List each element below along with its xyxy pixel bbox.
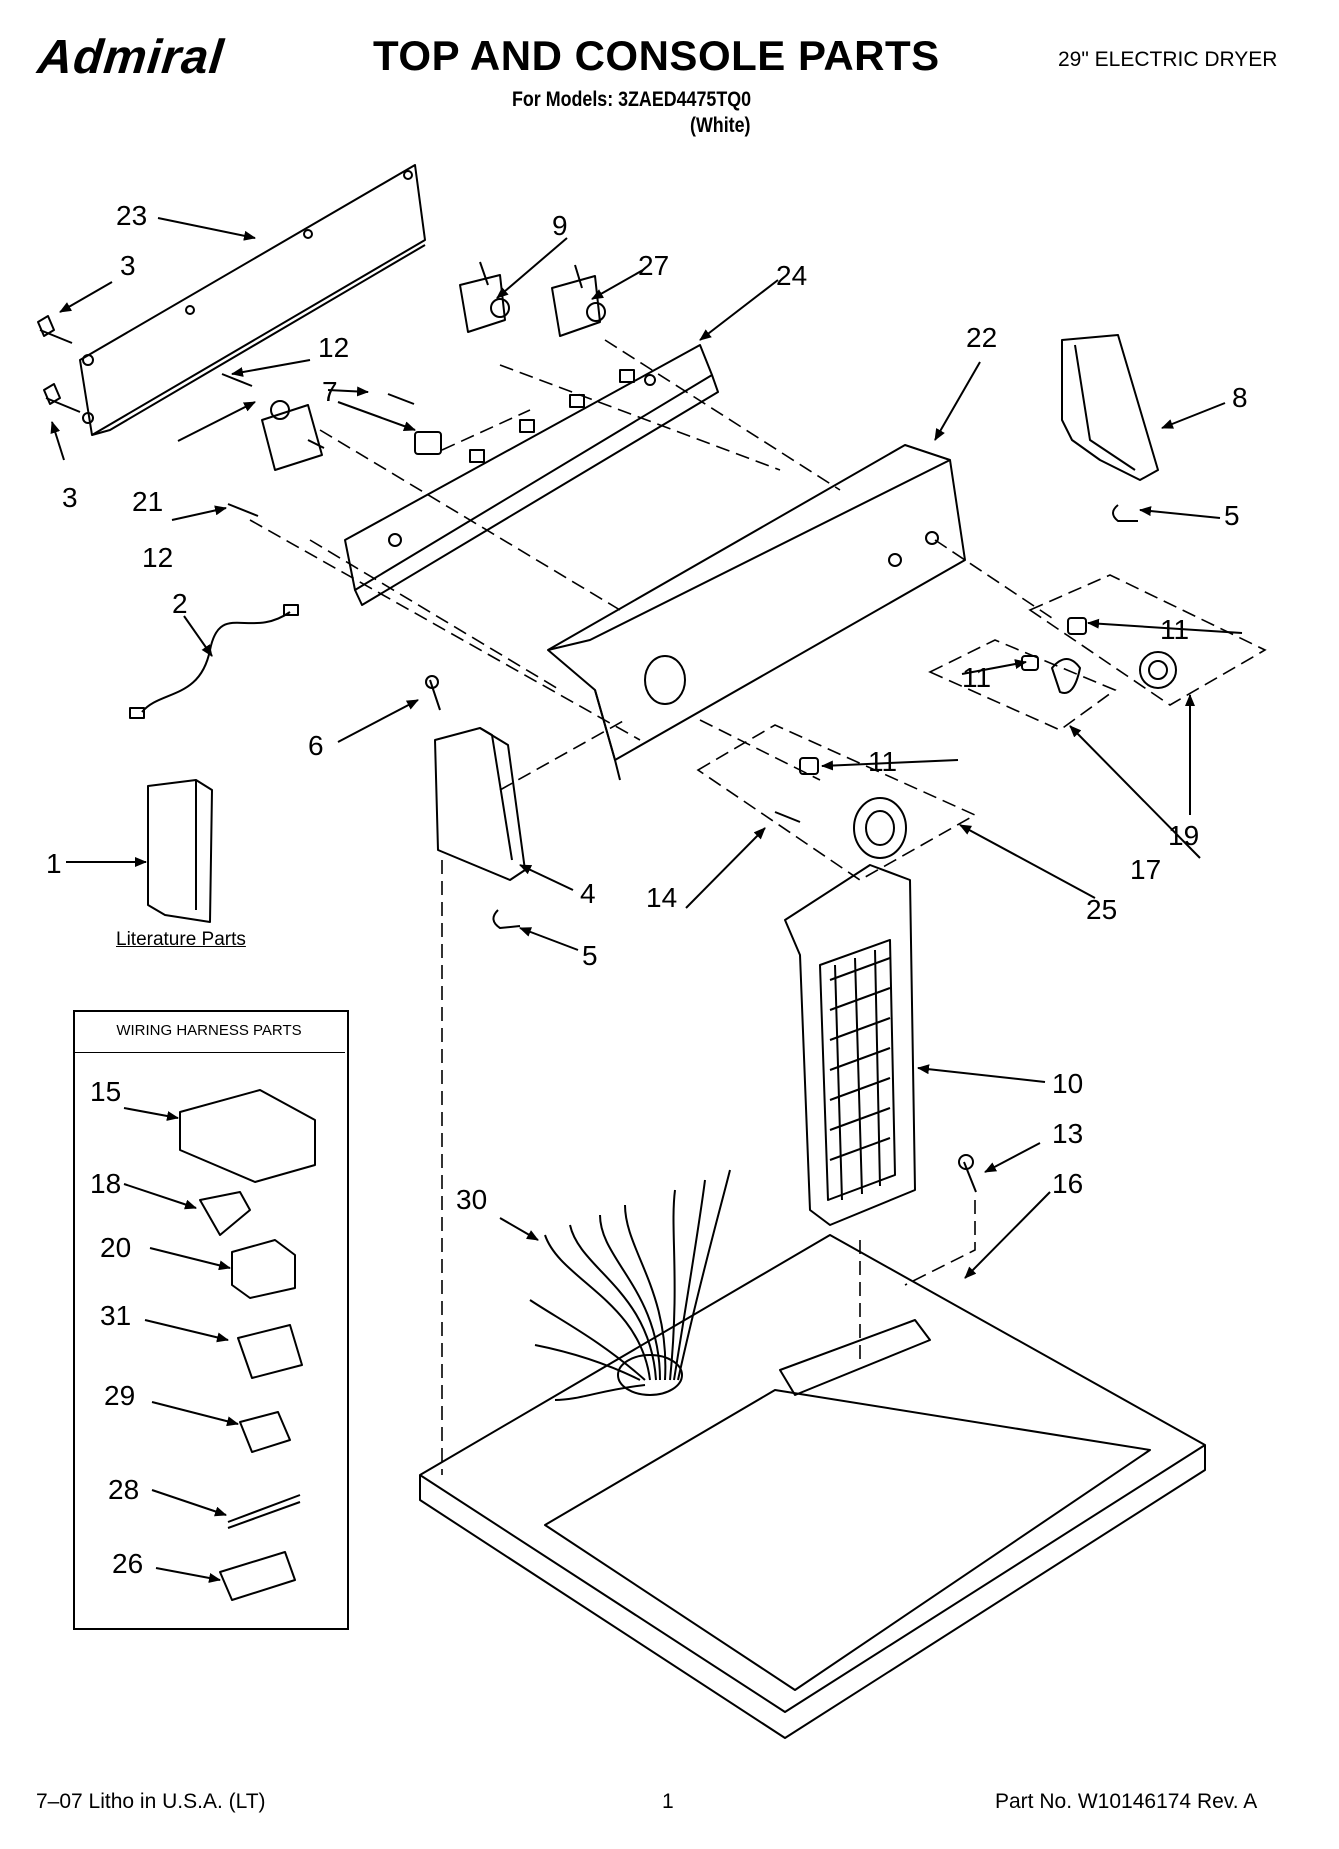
callout-14: 14: [646, 882, 678, 913]
end-cap-bracket: [1061, 334, 1159, 481]
footer-page-number: 1: [662, 1790, 674, 1813]
console-panel: [547, 444, 966, 781]
callout-4: 4: [580, 878, 596, 909]
literature-parts-label: Literature Parts: [116, 929, 246, 950]
callout-12-lower: 12: [142, 542, 174, 573]
callout-15: 15: [90, 1076, 122, 1107]
knob-17: [1051, 658, 1081, 694]
spring-11-c: [1067, 617, 1087, 635]
screw-12-a: [221, 373, 253, 387]
callout-23: 23: [116, 200, 148, 231]
product-type: 29" ELECTRIC DRYER: [1058, 48, 1278, 71]
callout-20: 20: [100, 1232, 132, 1263]
callout-1: 1: [46, 848, 62, 879]
spring-11-a: [799, 757, 819, 775]
callout-3-upper: 3: [120, 250, 136, 281]
callout-7: 7: [322, 376, 338, 407]
screw-12-b: [227, 503, 259, 517]
switch-9: [459, 261, 510, 333]
switch-27: [551, 264, 606, 337]
callout-24: 24: [776, 260, 808, 291]
knob-25: [853, 797, 907, 859]
timer-21: [261, 400, 325, 471]
callout-28: 28: [108, 1474, 140, 1505]
callout-5-upper: 5: [1224, 500, 1240, 531]
dryer-top: [419, 1234, 1206, 1739]
clip-18: [199, 1191, 251, 1236]
callout-arrows: [50, 217, 1243, 1583]
callout-25: 25: [1086, 894, 1118, 925]
screw-14: [774, 811, 801, 823]
terminal-28: [227, 1494, 301, 1529]
callout-31: 31: [100, 1300, 132, 1331]
guide-lines: [249, 339, 1267, 1475]
wiring-harness-box: [73, 1010, 349, 1630]
clip-5-upper: [1112, 504, 1138, 522]
screw-3-lower: [43, 383, 81, 413]
terminal-block-15: [179, 1089, 316, 1183]
callout-6: 6: [308, 730, 324, 761]
end-cap: [434, 727, 526, 881]
clip-5-lower: [492, 909, 521, 929]
callout-8: 8: [1232, 382, 1248, 413]
callout-11-left: 11: [868, 746, 898, 777]
callout-30: 30: [456, 1184, 488, 1215]
callout-2: 2: [172, 588, 188, 619]
plug-26: [219, 1551, 296, 1601]
wiring-harness-title: WIRING HARNESS PARTS: [73, 1010, 345, 1053]
callout-26: 26: [112, 1548, 144, 1579]
footer-litho: 7–07 Litho in U.S.A. (LT): [36, 1790, 266, 1813]
connector-20: [231, 1239, 296, 1299]
connector-7: [414, 431, 442, 455]
callout-22: 22: [966, 322, 998, 353]
callout-3-lower: 3: [62, 482, 78, 513]
console-bracket: [344, 344, 719, 606]
callout-21: 21: [132, 486, 164, 517]
knob-19: [1139, 651, 1177, 689]
callout-12-upper: 12: [318, 332, 350, 363]
screw-13: [958, 1154, 977, 1193]
callout-16: 16: [1052, 1168, 1084, 1199]
connector-29: [239, 1411, 291, 1453]
screw-6: [425, 675, 441, 711]
callout-29: 29: [104, 1380, 136, 1411]
model-numbers: For Models: 3ZAED4475TQ0: [512, 88, 752, 111]
lint-filter: [784, 864, 916, 1226]
rear-bracket-plate: [79, 164, 426, 436]
callout-18: 18: [90, 1168, 122, 1199]
color-variant: (White): [690, 114, 751, 137]
screw-3-upper: [37, 315, 73, 344]
callout-17: 17: [1130, 854, 1162, 885]
page-title: TOP AND CONSOLE PARTS: [373, 32, 940, 79]
connector-31: [237, 1324, 303, 1379]
callout-11-middle: 11: [962, 662, 992, 693]
literature-booklet: [147, 779, 213, 923]
main-wire-harness: [529, 1169, 731, 1401]
callout-27: 27: [638, 250, 670, 281]
callout-13: 13: [1052, 1118, 1084, 1149]
screw-12-c: [387, 393, 415, 405]
jumper-wire: [129, 604, 299, 719]
footer-part-number: Part No. W10146174 Rev. A: [995, 1790, 1258, 1813]
callout-19: 19: [1168, 820, 1200, 851]
callout-10: 10: [1052, 1068, 1084, 1099]
callout-9: 9: [552, 210, 568, 241]
callout-5-lower: 5: [582, 940, 598, 971]
callout-11-right: 11: [1160, 614, 1190, 645]
